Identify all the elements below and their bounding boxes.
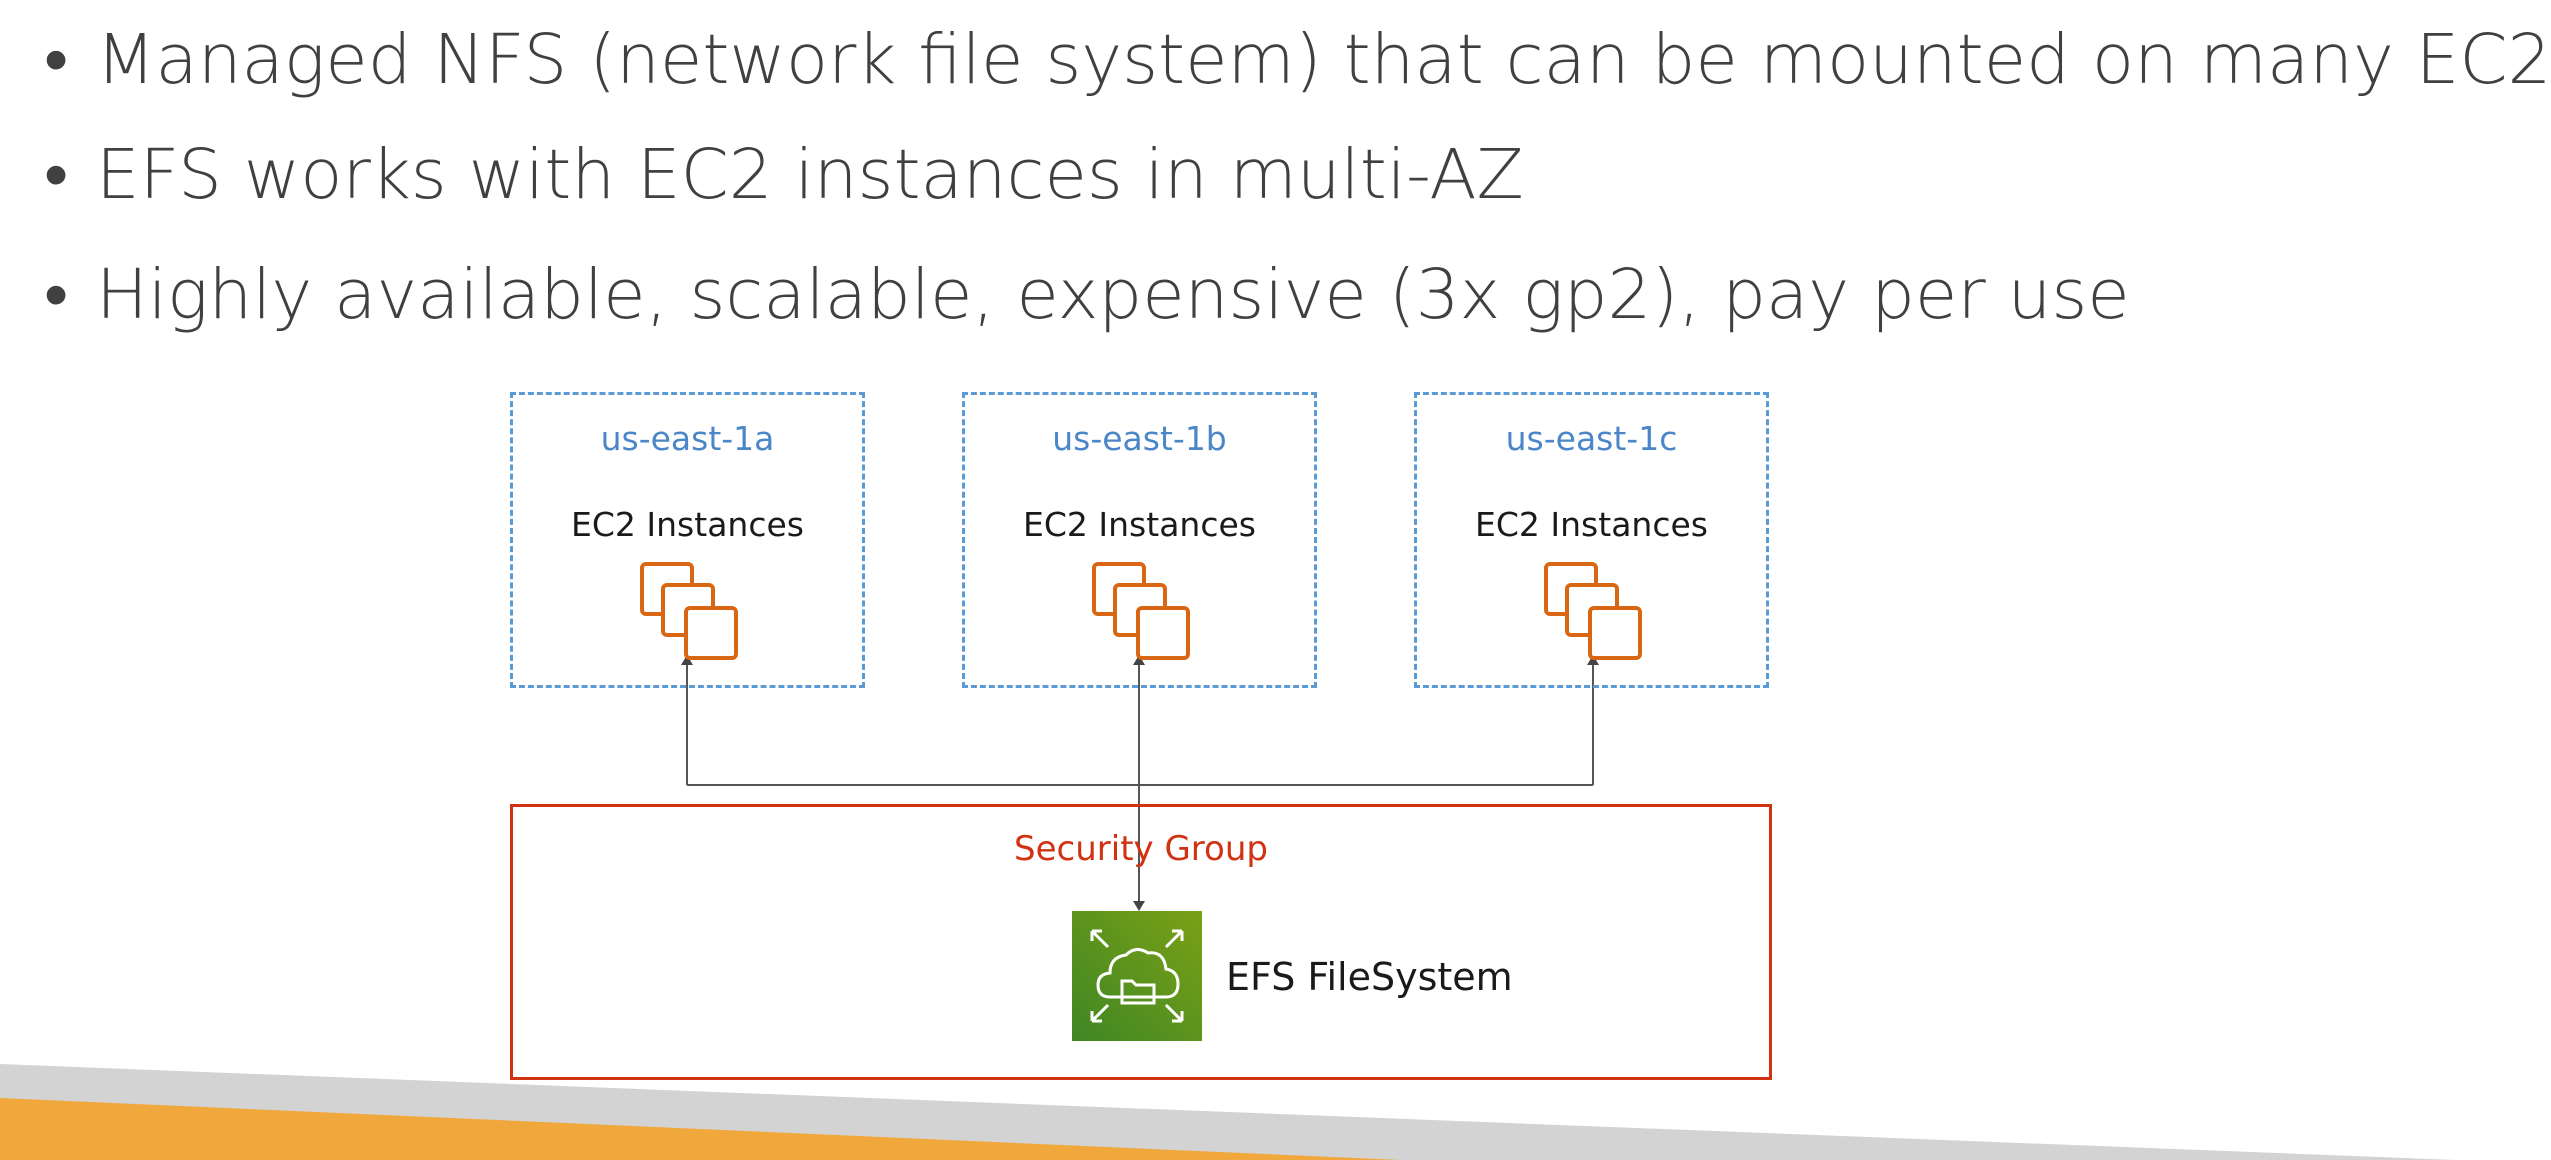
zone-label: us-east-1b — [1052, 419, 1227, 458]
efs-filesystem-icon — [1072, 911, 1202, 1041]
connector-lines — [681, 655, 1599, 911]
bullet-item: • EFS works with EC2 instances in multi-A… — [44, 130, 1524, 220]
availability-zone-box: us-east-1c EC2 Instances — [1414, 392, 1769, 688]
security-group-box: Security Group — [510, 804, 1772, 1080]
ec2-instances-icon — [640, 562, 738, 660]
ec2-instances-icon — [1544, 562, 1642, 660]
footer-orange-stripe — [0, 1098, 1400, 1160]
availability-zone-box: us-east-1a EC2 Instances — [510, 392, 865, 688]
ec2-instances-icon — [1092, 562, 1190, 660]
efs-filesystem-label: EFS FileSystem — [1226, 955, 1513, 999]
bullet-text: Highly available, scalable, expensive (3… — [96, 255, 2130, 335]
availability-zone-box: us-east-1b EC2 Instances — [962, 392, 1317, 688]
zone-label: us-east-1a — [600, 419, 775, 458]
bullet-text: EFS works with EC2 instances in multi-AZ — [96, 135, 1524, 215]
bullet-item: • Highly available, scalable, expensive (… — [44, 250, 2130, 340]
ec2-instances-label: EC2 Instances — [1023, 505, 1256, 544]
security-group-label: Security Group — [1014, 829, 1268, 869]
efs-architecture-diagram: us-east-1a EC2 Instances us-east-1b EC2 … — [510, 392, 1772, 1080]
zone-label: us-east-1c — [1505, 419, 1678, 458]
bullet-dot: • — [44, 255, 69, 335]
footer-stripes — [0, 1064, 2456, 1160]
ec2-instances-label: EC2 Instances — [571, 505, 804, 544]
bullet-dot: • — [44, 135, 69, 215]
bullet-text: Managed NFS (network file system) that c… — [96, 20, 2551, 100]
bullet-dot: • — [44, 20, 69, 100]
ec2-instances-label: EC2 Instances — [1475, 505, 1708, 544]
bullet-item: • Managed NFS (network file system) that … — [44, 15, 2551, 105]
